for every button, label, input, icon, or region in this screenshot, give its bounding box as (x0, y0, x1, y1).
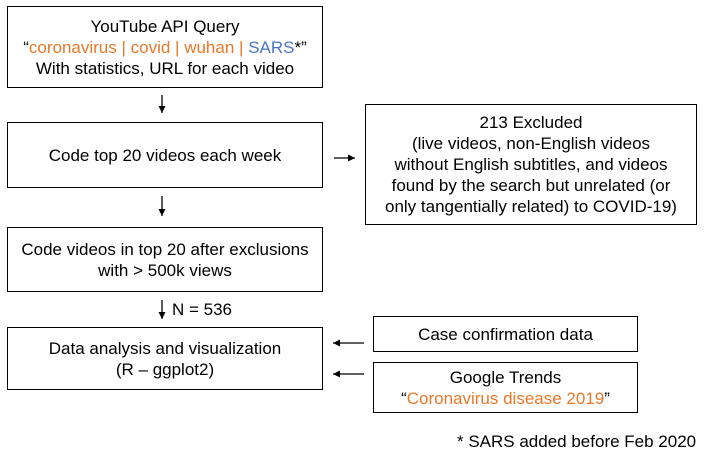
analysis-line: Data analysis and visualization (48, 338, 282, 358)
case-confirmation-box: Case confirmation data (373, 316, 638, 352)
code-after-line: with > 500k views (98, 260, 232, 280)
excluded-box: 213 Excluded (live videos, non-English v… (365, 104, 697, 225)
excluded-line: only tangentially related) to COVID-19) (385, 197, 677, 216)
term-covid: covid (130, 37, 171, 57)
close-quote: *” (294, 37, 307, 57)
code-top20-box: Code top 20 videos each week (7, 122, 323, 188)
code-after-exclusions-box: Code videos in top 20 after exclusions w… (7, 227, 323, 292)
term-coronavirus: coronavirus (28, 37, 117, 57)
analysis-line: (R – ggplot2) (115, 359, 215, 379)
google-trends-term-line: “Coronavirus disease 2019” (401, 388, 610, 409)
code-after-line: Code videos in top 20 after exclusions (21, 239, 309, 259)
code-top20-label: Code top 20 videos each week (48, 145, 282, 165)
separator: | (170, 37, 185, 57)
case-confirmation-label: Case confirmation data (418, 324, 593, 344)
excluded-line: without English subtitles, and videos (394, 155, 668, 174)
data-analysis-box: Data analysis and visualization (R – ggp… (7, 327, 323, 390)
query-subtitle: With statistics, URL for each video (35, 58, 295, 78)
query-title: YouTube API Query (90, 16, 240, 36)
term-wuhan: wuhan (184, 37, 235, 57)
excluded-line: (live videos, non-English videos (411, 134, 651, 153)
separator: | (234, 37, 249, 57)
close-quote: ” (604, 388, 610, 408)
n-count-label: N = 536 (172, 300, 233, 319)
open-quote: “ (23, 37, 29, 57)
google-trends-title: Google Trends (449, 367, 562, 387)
footnote: * SARS added before Feb 2020 (457, 432, 697, 451)
google-trends-box: Google Trends “Coronavirus disease 2019” (373, 362, 638, 413)
separator: | (116, 37, 131, 57)
youtube-api-query-box: YouTube API Query “coronavirus | covid |… (7, 6, 323, 88)
google-trends-term: Coronavirus disease 2019 (406, 388, 605, 408)
excluded-title: 213 Excluded (479, 113, 583, 132)
excluded-line: found by the search but unrelated (or (391, 176, 671, 195)
query-terms: “coronavirus | covid | wuhan | SARS*” (23, 37, 307, 58)
term-sars: SARS (248, 37, 295, 57)
open-quote: “ (401, 388, 407, 408)
